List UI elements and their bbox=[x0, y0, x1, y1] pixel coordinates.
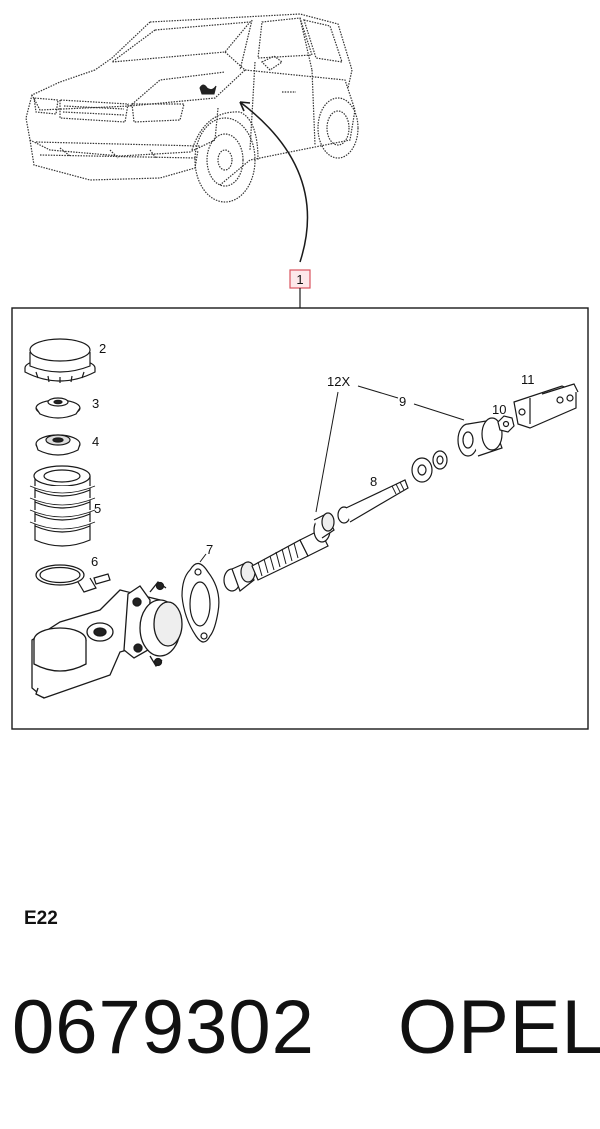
piston-spring-assembly bbox=[223, 512, 335, 592]
nut bbox=[497, 415, 515, 433]
push-rod bbox=[337, 479, 409, 524]
callout-9-leader-right bbox=[413, 403, 465, 421]
callout-9-leader-left bbox=[357, 385, 399, 399]
callout-11: 11 bbox=[521, 372, 535, 387]
brand-name: OPEL bbox=[398, 985, 600, 1070]
callout-8: 8 bbox=[370, 474, 377, 489]
callout-6: 6 bbox=[91, 554, 98, 569]
clevis bbox=[513, 383, 579, 429]
callout-5: 5 bbox=[94, 501, 101, 516]
parts-frame bbox=[11, 307, 589, 730]
reservoir-seal bbox=[35, 434, 81, 456]
location-callout: 1 bbox=[289, 269, 311, 308]
diaphragm-plate bbox=[35, 397, 81, 419]
bellows-boot bbox=[29, 465, 96, 547]
master-cylinder-body bbox=[31, 581, 183, 699]
gasket bbox=[181, 562, 220, 643]
part-number: 0679302 bbox=[12, 985, 315, 1070]
callout-12x: 12X bbox=[327, 374, 350, 389]
callout-3: 3 bbox=[92, 396, 99, 411]
washers bbox=[411, 450, 448, 483]
reservoir-cap bbox=[24, 338, 96, 383]
location-callout-label: 1 bbox=[296, 272, 303, 287]
callout-9: 9 bbox=[399, 394, 406, 409]
hose-clamp bbox=[35, 564, 111, 593]
location-pointer-arrow bbox=[239, 101, 309, 263]
pedal-location-mark bbox=[199, 84, 217, 95]
callout-12x-leader bbox=[315, 391, 339, 513]
section-code: E22 bbox=[24, 908, 58, 929]
callout-10: 10 bbox=[492, 402, 506, 417]
vehicle-illustration bbox=[25, 13, 359, 203]
callout-7: 7 bbox=[206, 542, 213, 557]
callout-2: 2 bbox=[99, 341, 106, 356]
callout-4: 4 bbox=[92, 434, 99, 449]
bushing bbox=[457, 417, 503, 457]
